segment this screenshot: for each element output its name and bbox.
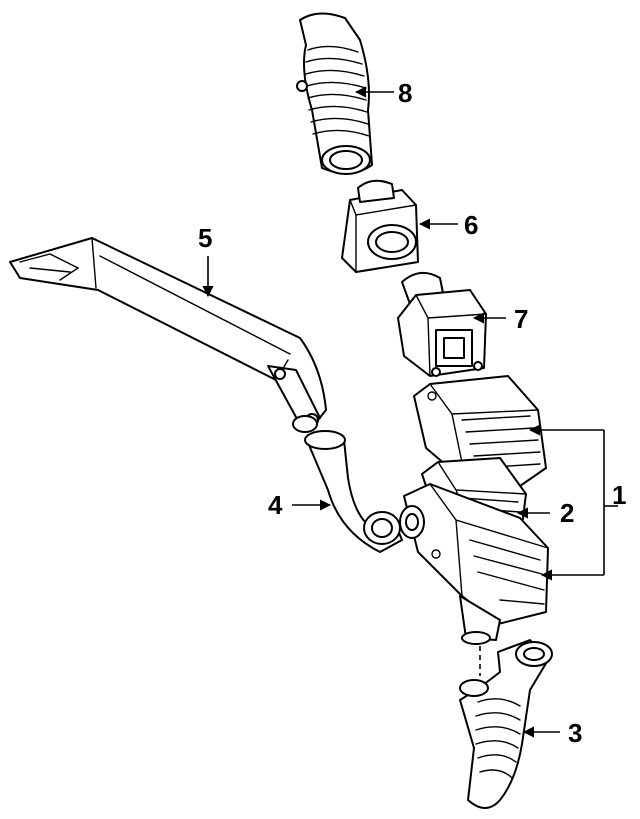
callout-4: 4 (268, 490, 283, 520)
part-7-adapter-body[interactable] (397, 271, 487, 377)
callout-8: 8 (398, 78, 412, 108)
callout-7: 7 (514, 304, 528, 334)
callout-5: 5 (198, 223, 212, 253)
part-4-connecting-hose[interactable] (304, 430, 403, 553)
part-8-upper-intake-hose[interactable] (296, 12, 373, 175)
callout-3: 3 (568, 718, 582, 748)
callout-6: 6 (464, 210, 478, 240)
callout-labels: 1 2 3 4 5 6 7 8 (198, 78, 626, 748)
part-1-air-cleaner-housing[interactable] (399, 483, 549, 645)
part-6-airflow-meter[interactable] (341, 179, 419, 273)
part-3-lower-intake-hose[interactable] (459, 639, 553, 809)
leader-1-bracket (528, 424, 618, 581)
part-5-intake-duct[interactable] (9, 237, 327, 433)
part-1-air-cleaner-cover[interactable] (413, 375, 547, 487)
callout-1: 1 (612, 480, 626, 510)
leader-lines (202, 86, 618, 738)
callout-2: 2 (560, 498, 574, 528)
